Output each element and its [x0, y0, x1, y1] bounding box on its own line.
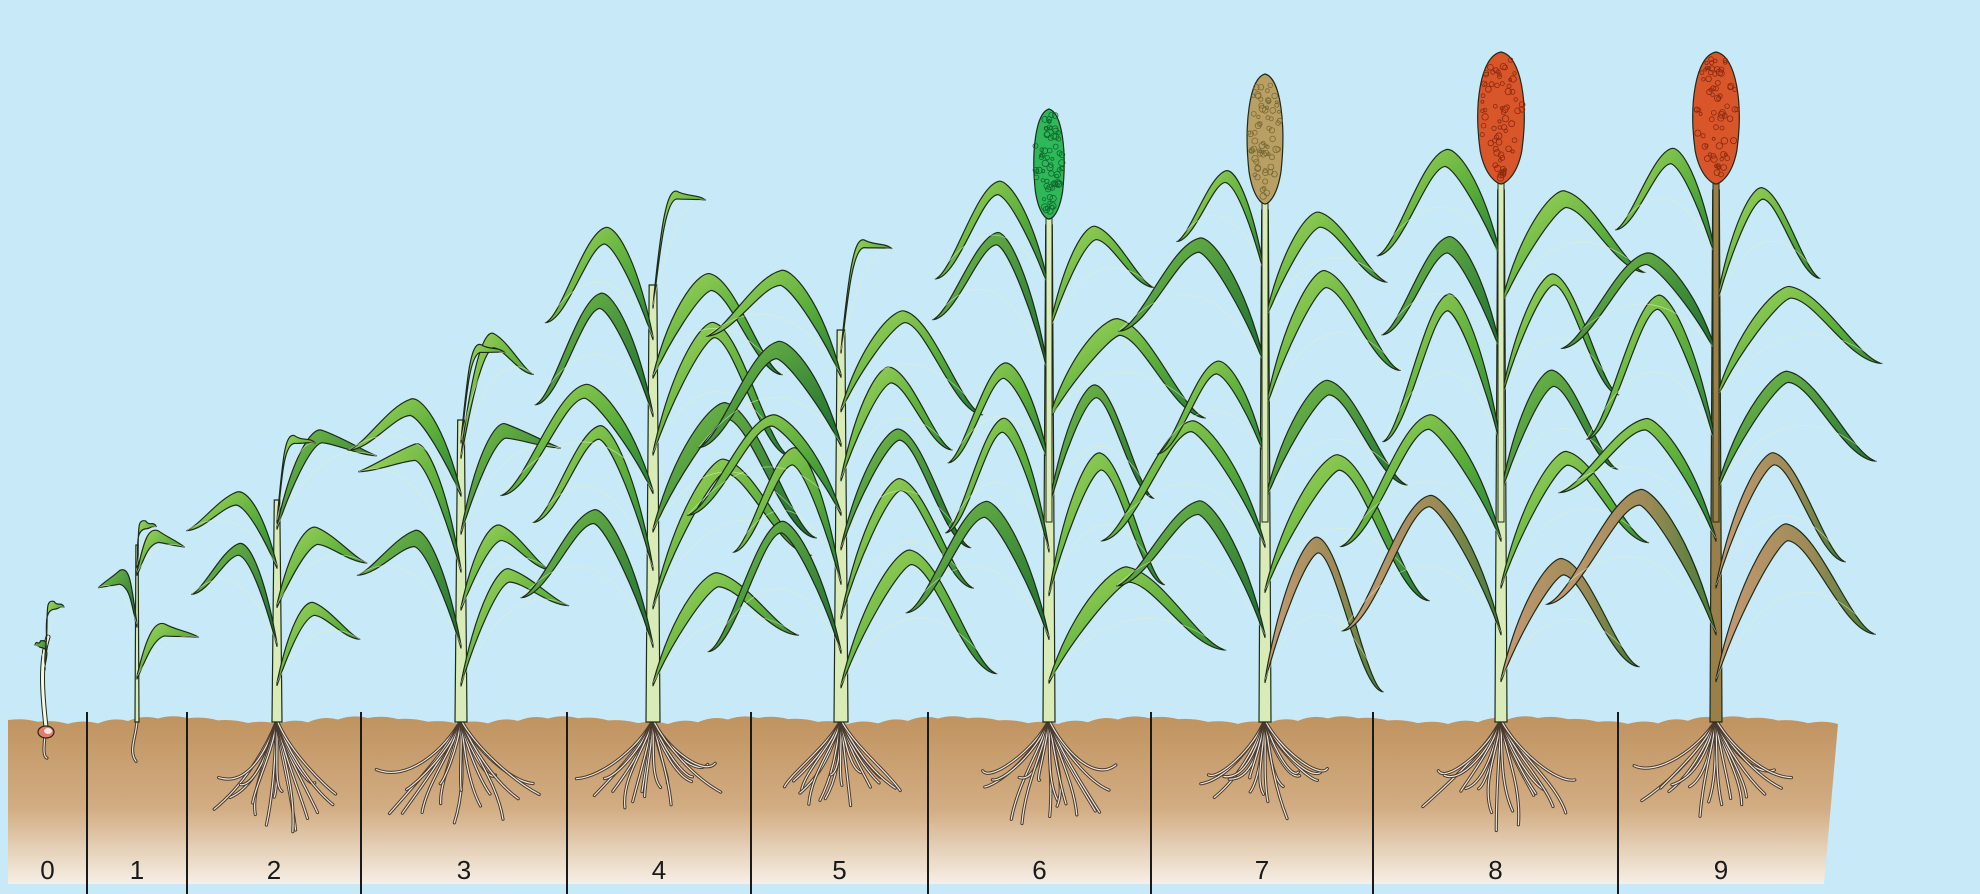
stage-label-9: 9 — [1714, 855, 1728, 885]
stage-label-3: 3 — [457, 855, 471, 885]
panicle-head — [1033, 109, 1065, 219]
panicle-head — [1247, 74, 1283, 204]
peduncle — [1046, 215, 1052, 522]
stage-label-4: 4 — [652, 855, 666, 885]
stem — [272, 500, 282, 722]
stage-label-5: 5 — [832, 855, 846, 885]
peduncle — [1498, 180, 1504, 522]
panicle-head — [1478, 52, 1525, 184]
stage-label-6: 6 — [1032, 855, 1046, 885]
peduncle — [1713, 180, 1719, 522]
stage-label-1: 1 — [130, 855, 144, 885]
stage-label-8: 8 — [1488, 855, 1502, 885]
panicle-outline — [1478, 52, 1524, 184]
stage-label-0: 0 — [40, 855, 54, 885]
peduncle — [1262, 200, 1268, 522]
seed-highlight — [44, 728, 52, 734]
panicle-head — [1693, 52, 1739, 184]
stem — [646, 285, 660, 722]
stage-label-7: 7 — [1255, 855, 1269, 885]
stage-label-2: 2 — [267, 855, 281, 885]
